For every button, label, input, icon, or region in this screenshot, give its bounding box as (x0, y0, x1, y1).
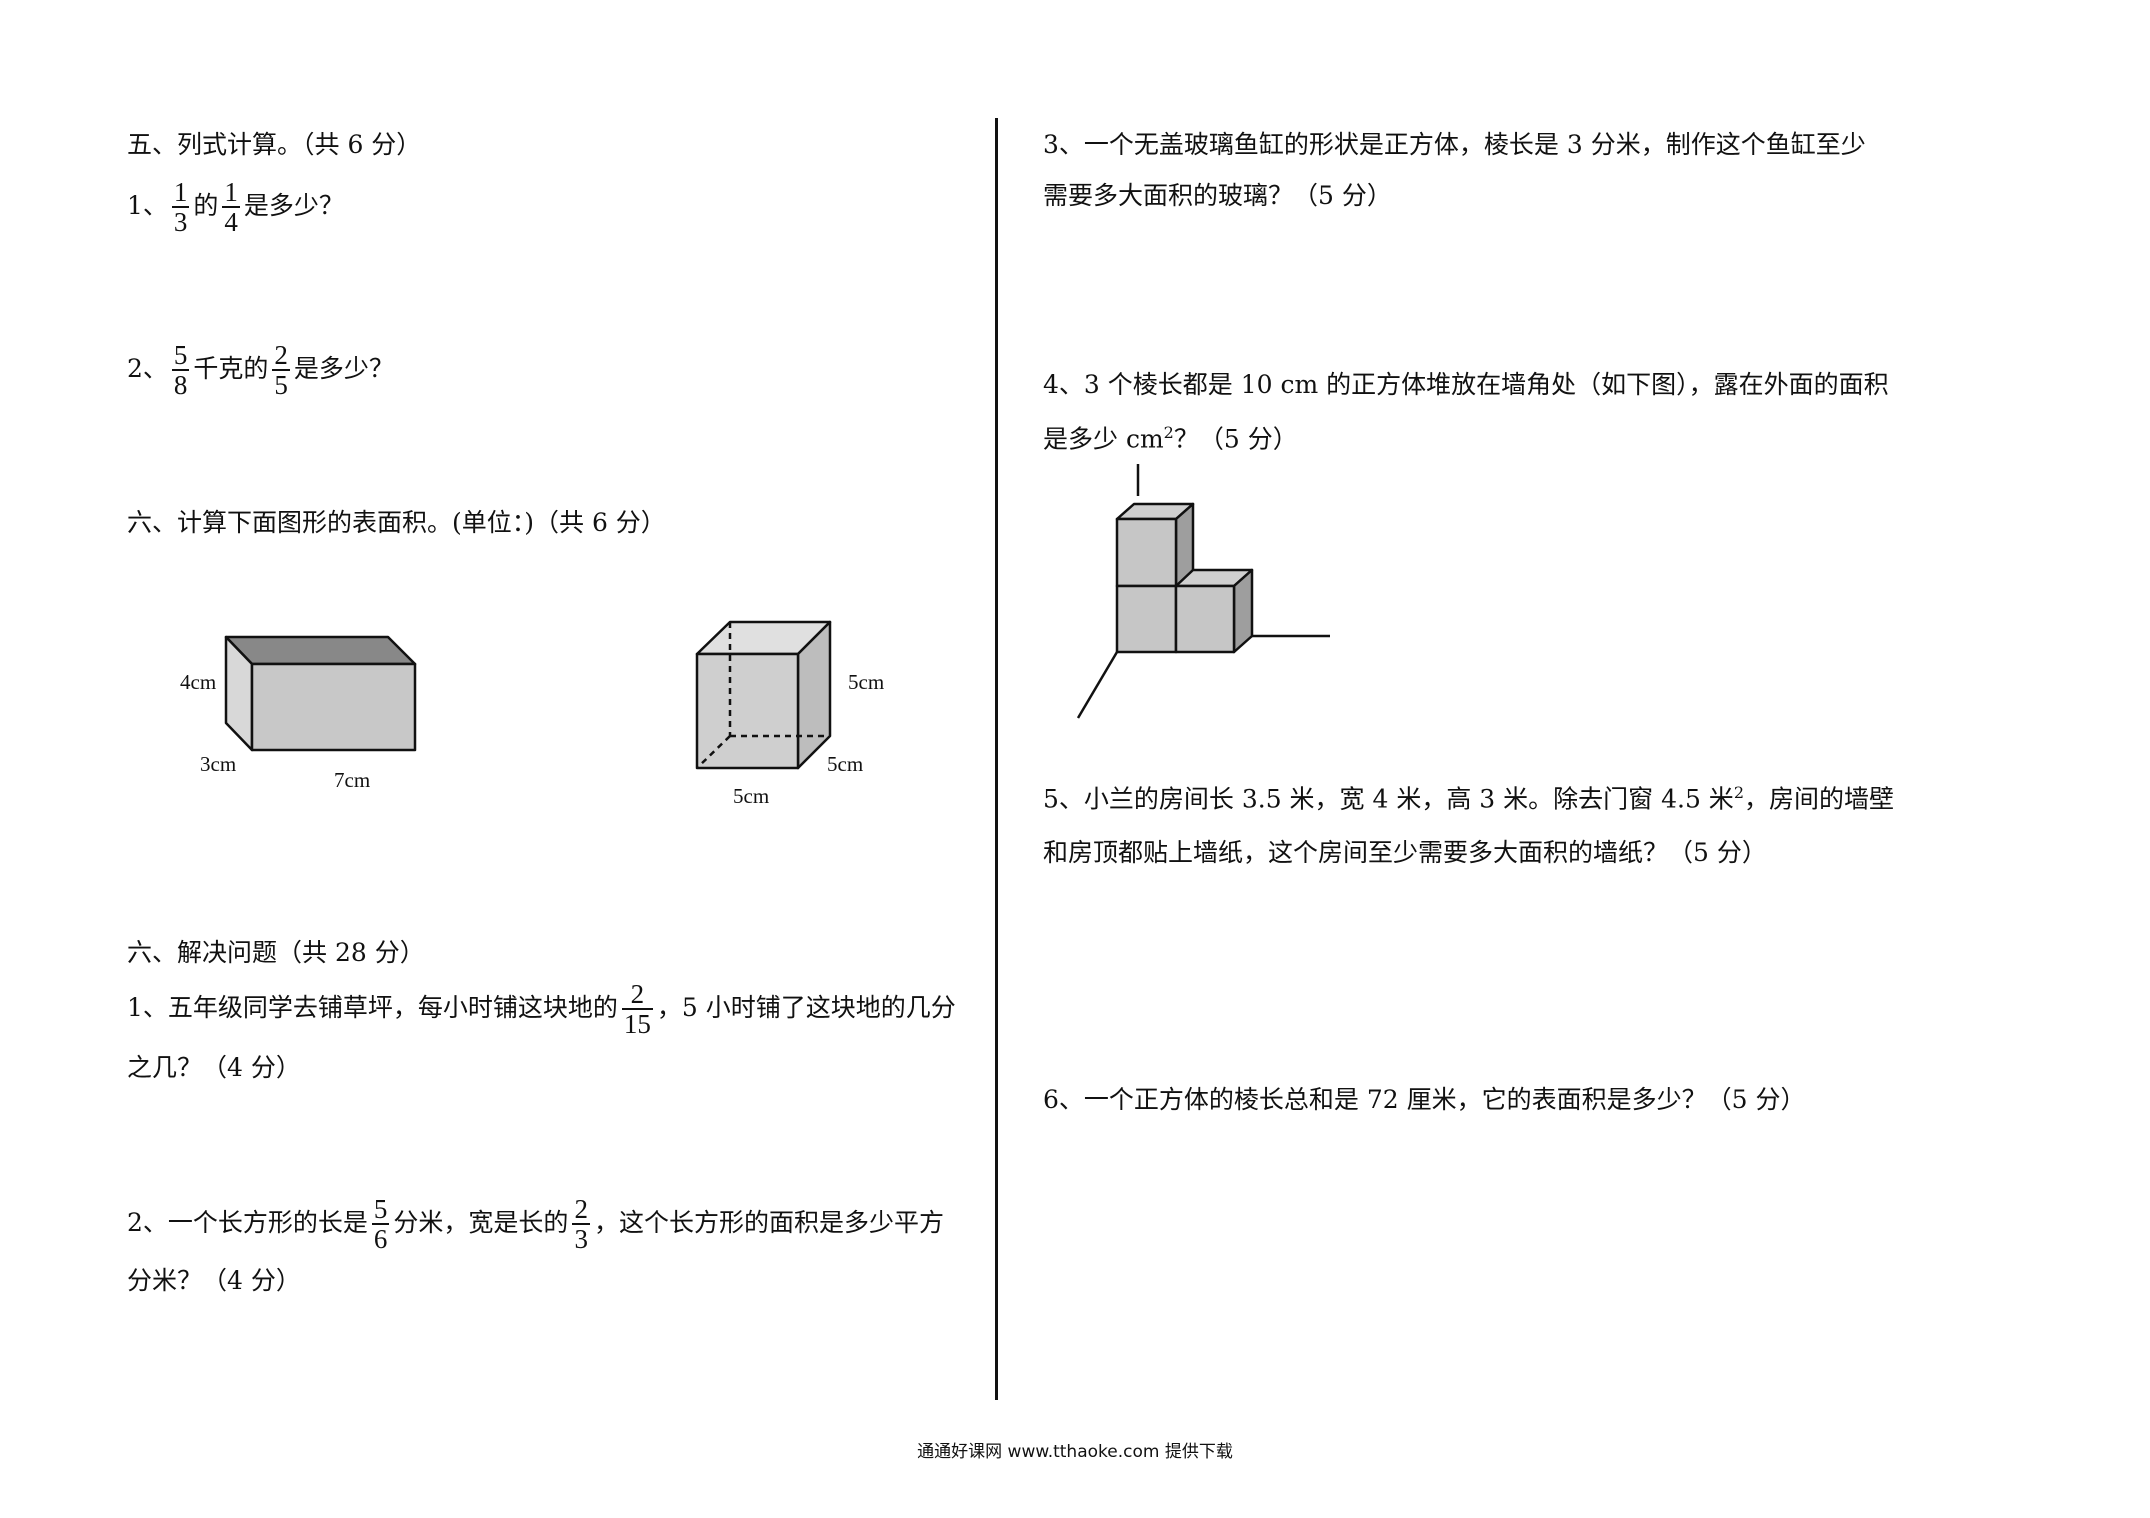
section-7-title: 六、解决问题（共 28 分） (127, 938, 425, 967)
cuboid-height-label: 4cm (180, 670, 217, 694)
problem-3-line-2: 需要多大面积的玻璃？（5 分） (1043, 181, 1392, 210)
problem-6-line-1: 6、一个正方体的棱长总和是 72 厘米，它的表面积是多少？（5 分） (1043, 1085, 1806, 1114)
problem-1-line-2: 之几？（4 分） (127, 1053, 301, 1082)
problem-4-line-2: 是多少 cm2？（5 分） (1043, 423, 1298, 454)
problem-2-line-2: 分米？（4 分） (127, 1266, 301, 1295)
problem-5-line-2: 和房顶都贴上墙纸，这个房间至少需要多大面积的墙纸？（5 分） (1043, 838, 1767, 867)
cuboid-width-label: 3cm (200, 752, 237, 776)
problem-4-line-1: 4、3 个棱长都是 10 cm 的正方体堆放在墙角处（如下图），露在外面的面积 (1043, 370, 1889, 399)
cube-figure (695, 620, 832, 770)
footer-credit: 通通好课网 www.tthaoke.com 提供下载 (917, 1442, 1233, 1462)
cube-height-label: 5cm (848, 670, 885, 694)
problem-3-line-1: 3、一个无盖玻璃鱼缸的形状是正方体，棱长是 3 分米，制作这个鱼缸至少 (1043, 130, 1866, 159)
stacked-cubes-figure (1076, 464, 1330, 719)
problem-5-line-1: 5、小兰的房间长 3.5 米，宽 4 米，高 3 米。除去门窗 4.5 米2，房… (1043, 783, 1895, 814)
cuboid-figure (224, 635, 417, 752)
cube-bottom-label: 5cm (733, 784, 770, 808)
cube-depth-label: 5cm (827, 752, 864, 776)
section-6-title: 六、计算下面图形的表面积。(单位：)（共 6 分） (127, 508, 666, 537)
cuboid-length-label: 7cm (334, 768, 371, 792)
column-divider (995, 118, 998, 1400)
section-5-title: 五、列式计算。（共 6 分） (127, 130, 422, 159)
